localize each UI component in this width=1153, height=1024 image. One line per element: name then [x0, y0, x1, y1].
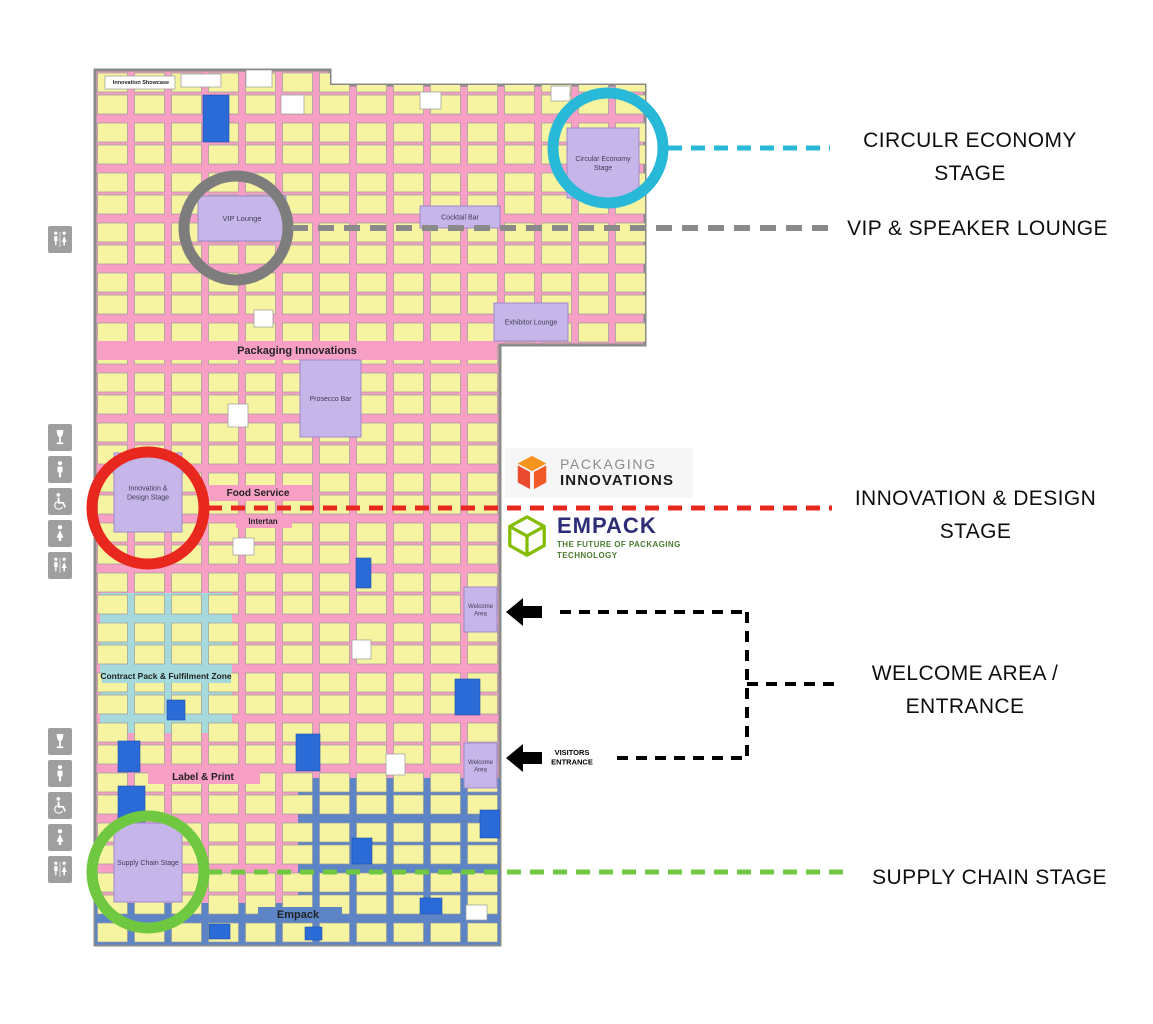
- map-text: Food Service: [227, 488, 290, 499]
- map-text: Innovation &Design Stage: [127, 486, 169, 502]
- booth: [550, 85, 571, 102]
- map-text: Label & Print: [172, 772, 234, 783]
- supply-chain-stage-callout: SUPPLY CHAIN STAGE: [872, 866, 1107, 889]
- booth: [245, 70, 273, 88]
- booth: [180, 73, 222, 88]
- supply-chain-stage: [113, 822, 183, 903]
- packaging-innovations-logo-text: PACKAGING INNOVATIONS: [560, 456, 674, 491]
- booth: [280, 94, 305, 115]
- welcome-arrow-upper: [506, 598, 542, 626]
- booth: [419, 897, 443, 915]
- booth: [202, 94, 230, 143]
- booth: [232, 537, 255, 556]
- map-text: Exhibitor Lounge: [505, 319, 558, 326]
- booth: [465, 904, 488, 921]
- map-text: VIP Lounge: [222, 214, 261, 223]
- wheelchair-icon: [48, 792, 72, 819]
- innovation-design-stage: [113, 452, 183, 533]
- packaging-innovations-cube-icon: [517, 455, 547, 490]
- visitors-entrance-arrow: [506, 744, 542, 772]
- prosecco-bar: [299, 359, 362, 438]
- booth: [304, 926, 323, 941]
- booth: [253, 309, 274, 328]
- booth: [351, 639, 372, 660]
- booth: [227, 403, 249, 428]
- vip-speaker-lounge-callout: VIP & SPEAKER LOUNGE: [847, 217, 1108, 240]
- welcome-area-upper: [463, 586, 498, 633]
- empack-logo: EMPACK THE FUTURE OF PACKAGING TECHNOLOG…: [505, 513, 715, 561]
- restroom-icon: [48, 552, 72, 579]
- empack-logo-text: EMPACK THE FUTURE OF PACKAGING TECHNOLOG…: [557, 513, 681, 561]
- empack-logo-tagline: THE FUTURE OF PACKAGING TECHNOLOGY: [557, 540, 681, 561]
- map-text: Empack: [277, 909, 320, 921]
- innovation-design-highlight: [86, 446, 210, 570]
- restroom-icon: [48, 856, 72, 883]
- map-text: Contract Pack & Fulfilment Zone: [100, 671, 232, 681]
- exhibitor-lounge: [493, 302, 569, 342]
- circular-economy-stage-callout: CIRCULR ECONOMY STAGE: [863, 129, 1077, 185]
- welcome-area-entrance-callout: WELCOME AREA / ENTRANCE: [871, 662, 1059, 718]
- circular-economy-highlight: [547, 87, 669, 209]
- empack-cube-icon: [508, 515, 546, 557]
- aisle: [102, 668, 231, 683]
- aisle: [148, 769, 260, 784]
- map-text: Cocktail Bar: [441, 214, 479, 221]
- wine-glass-icon: [48, 728, 72, 755]
- booth: [351, 837, 373, 865]
- booth: [104, 75, 176, 90]
- empack-logo-name: EMPACK: [557, 513, 657, 538]
- aisle: [208, 485, 312, 501]
- map-text: Supply Chain Stage: [117, 860, 179, 867]
- woman-icon: [48, 824, 72, 851]
- map-text: Packaging Innovations: [237, 345, 357, 357]
- packaging-innovations-logo-word-1: PACKAGING: [560, 455, 657, 472]
- welcome-area-lower: [463, 742, 498, 789]
- man-icon: [48, 760, 72, 787]
- booth: [166, 699, 186, 721]
- aisle: [236, 515, 292, 528]
- vip-lounge: [197, 195, 287, 242]
- restroom-icon: [48, 226, 72, 253]
- booth: [419, 91, 442, 110]
- booth: [385, 753, 406, 776]
- woman-icon: [48, 520, 72, 547]
- man-icon: [48, 456, 72, 483]
- map-text: Prosecco Bar: [309, 396, 352, 403]
- wine-glass-icon: [48, 424, 72, 451]
- vip-lounge-highlight: [178, 170, 294, 286]
- booth: [295, 733, 321, 772]
- aisle: [97, 341, 497, 360]
- packaging-innovations-logo: PACKAGING INNOVATIONS: [505, 448, 693, 498]
- packaging-innovations-logo-word-2: INNOVATIONS: [560, 472, 675, 490]
- booth: [355, 557, 372, 589]
- supply-chain-highlight: [86, 810, 210, 934]
- booth: [479, 809, 501, 839]
- booth: [208, 923, 231, 940]
- aisle: [258, 907, 342, 922]
- booth: [117, 740, 141, 773]
- wheelchair-icon: [48, 488, 72, 515]
- booth: [454, 678, 481, 716]
- innovation-design-stage-callout: INNOVATION & DESIGN STAGE: [854, 487, 1097, 543]
- map-text: Innovation Showcase: [113, 80, 169, 86]
- map-text: Intertan: [248, 517, 277, 526]
- circular-economy-stage: [566, 127, 640, 199]
